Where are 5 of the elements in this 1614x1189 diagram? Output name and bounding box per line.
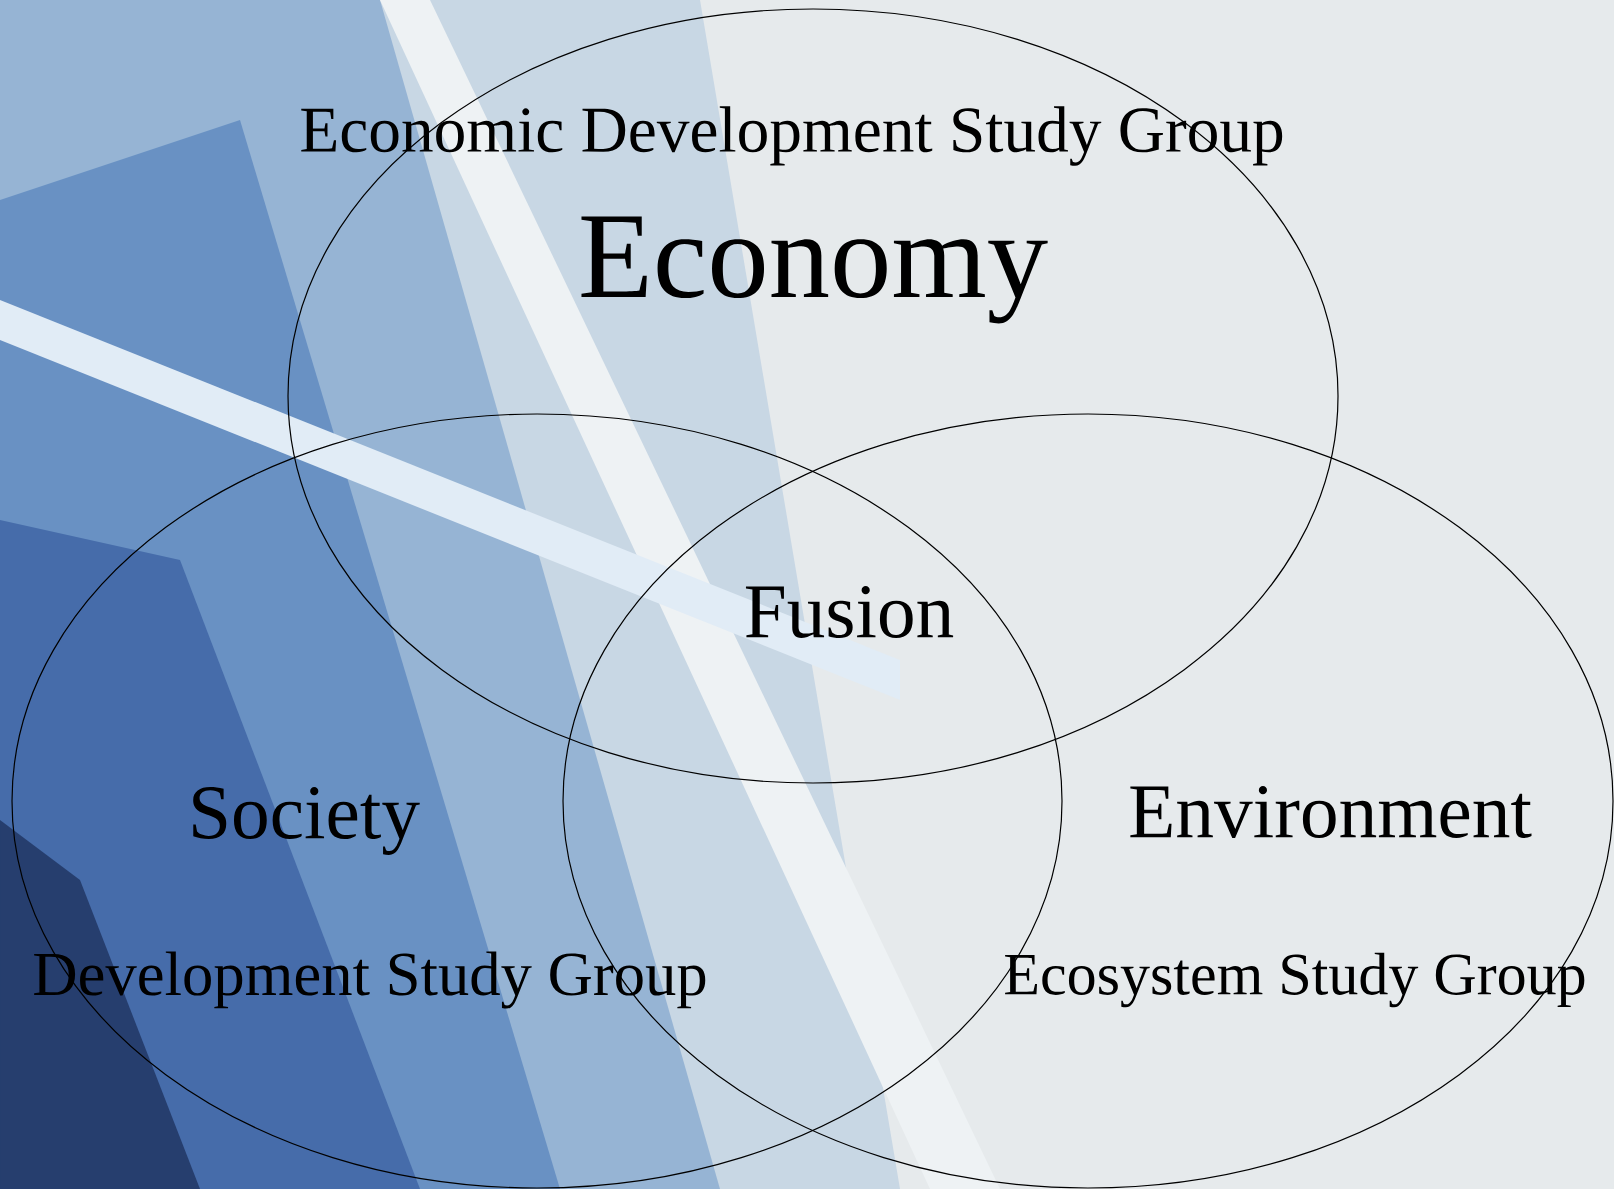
venn-ellipse xyxy=(287,8,1339,784)
circle-label: Economy xyxy=(581,216,1048,324)
circle-label: Society xyxy=(193,787,420,855)
overlap-label: Fusion xyxy=(745,586,954,638)
circle-label: Environment xyxy=(1130,786,1532,838)
